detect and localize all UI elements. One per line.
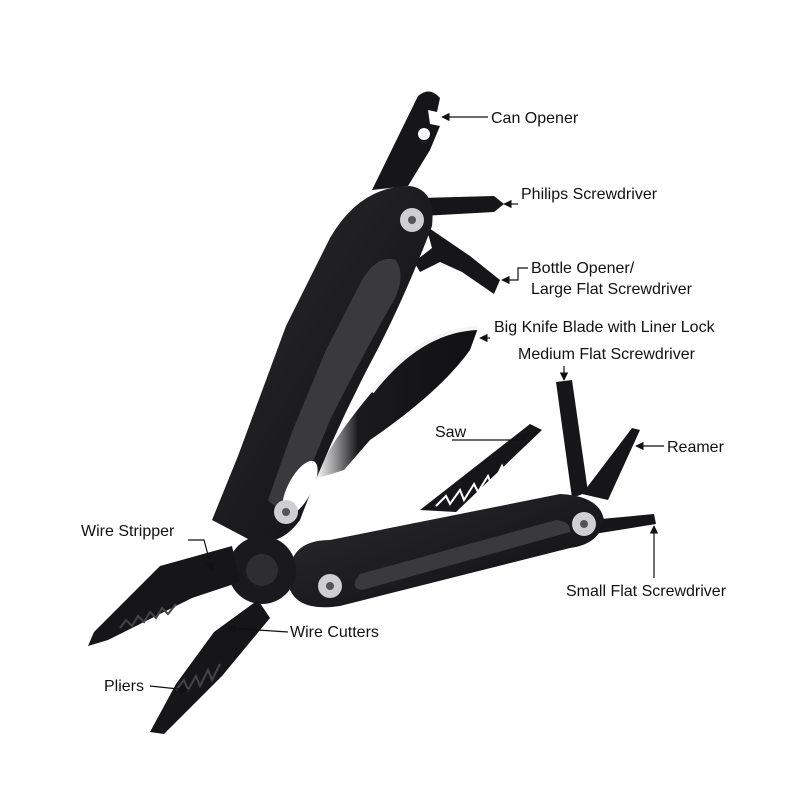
medium-flat-screwdriver-tool — [556, 380, 588, 498]
leader-wire-stripper — [188, 539, 215, 571]
label-medium-flat: Medium Flat Screwdriver — [518, 346, 696, 363]
label-reamer: Reamer — [667, 439, 725, 456]
philips-screwdriver-tool — [420, 196, 504, 216]
reamer-tool — [582, 428, 640, 500]
label-bottle-opener-line2: Large Flat Screwdriver — [531, 281, 693, 298]
small-flat-screwdriver-tool — [590, 514, 656, 534]
leader-pliers — [149, 685, 189, 694]
label-big-knife: Big Knife Blade with Liner Lock — [494, 319, 716, 336]
can-opener-tool — [372, 91, 440, 190]
label-philips-screwdriver: Philips Screwdriver — [521, 186, 658, 203]
label-bottle-opener-line1: Bottle Opener/ — [531, 260, 635, 277]
label-wire-stripper: Wire Stripper — [81, 523, 175, 540]
pliers-lower-jaw — [150, 600, 270, 734]
label-pliers: Pliers — [104, 678, 144, 695]
leader-saw — [452, 433, 529, 442]
pliers-serrations — [119, 603, 177, 629]
label-small-flat: Small Flat Screwdriver — [566, 583, 727, 600]
label-wire-cutters: Wire Cutters — [290, 624, 379, 641]
saw-tool — [420, 424, 542, 512]
upper-handle-inlay — [268, 258, 401, 508]
lower-handle-inlay — [354, 520, 571, 590]
label-saw: Saw — [435, 424, 467, 441]
knife-blade — [318, 328, 478, 478]
label-can-opener: Can Opener — [491, 110, 579, 127]
bottle-opener-tool — [414, 226, 500, 294]
leader-wire-cutters — [227, 624, 289, 633]
leader-bottle-opener — [501, 267, 528, 285]
can-opener-notch — [418, 128, 430, 140]
knife-blade-edge — [370, 326, 479, 394]
saw-teeth — [435, 447, 531, 507]
